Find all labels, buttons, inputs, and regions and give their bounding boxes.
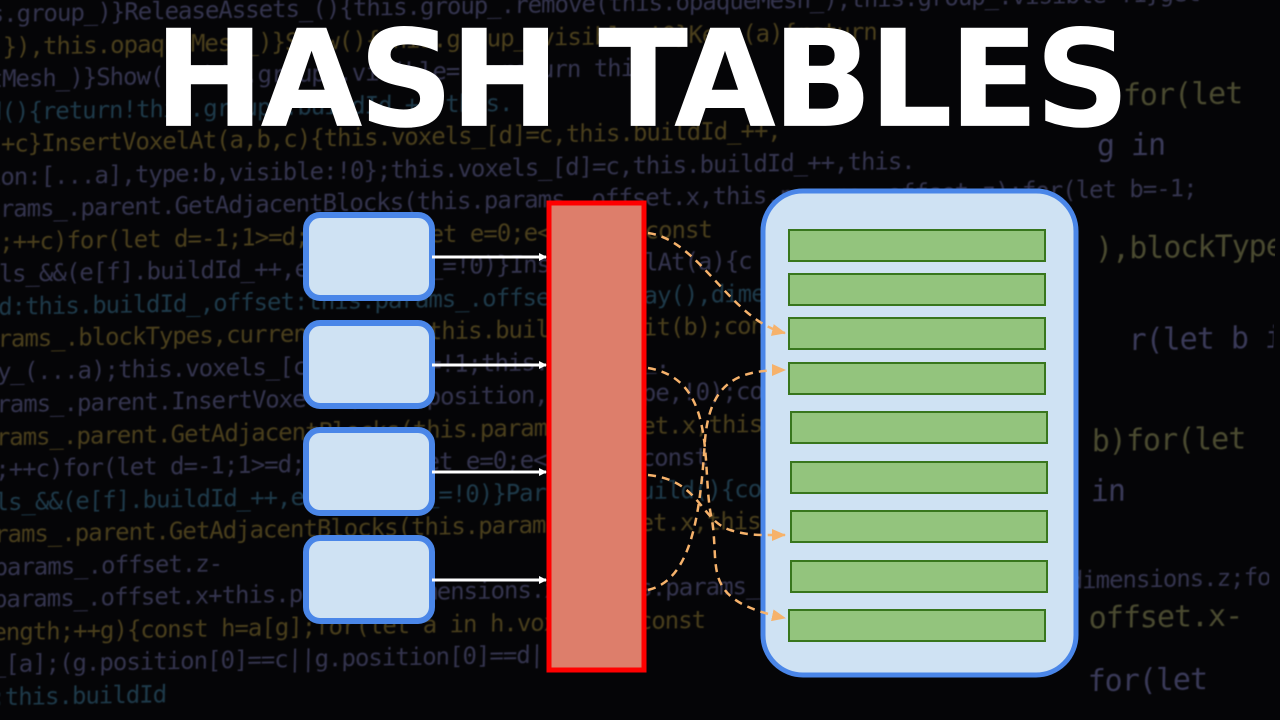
bucket-slot bbox=[790, 411, 1048, 444]
bucket-slot bbox=[788, 362, 1046, 395]
key-box bbox=[303, 535, 435, 624]
bucket-slot bbox=[790, 461, 1048, 494]
bucket-slot bbox=[790, 560, 1048, 593]
bucket-slot bbox=[788, 273, 1046, 306]
key-box bbox=[303, 427, 435, 516]
bucket-slot bbox=[790, 510, 1048, 543]
key-box bbox=[303, 212, 435, 301]
hash-mapping-arrow bbox=[647, 364, 786, 592]
hash-mapping-arrow bbox=[647, 473, 786, 542]
page-title: HASH TABLES bbox=[153, 1, 1130, 159]
key-box bbox=[303, 320, 435, 409]
bucket-slot bbox=[788, 317, 1046, 350]
bucket-slot bbox=[788, 229, 1046, 262]
hash-function-bar bbox=[546, 200, 647, 673]
bucket-slot bbox=[788, 609, 1046, 642]
hash-mapping-arrow bbox=[647, 231, 786, 336]
